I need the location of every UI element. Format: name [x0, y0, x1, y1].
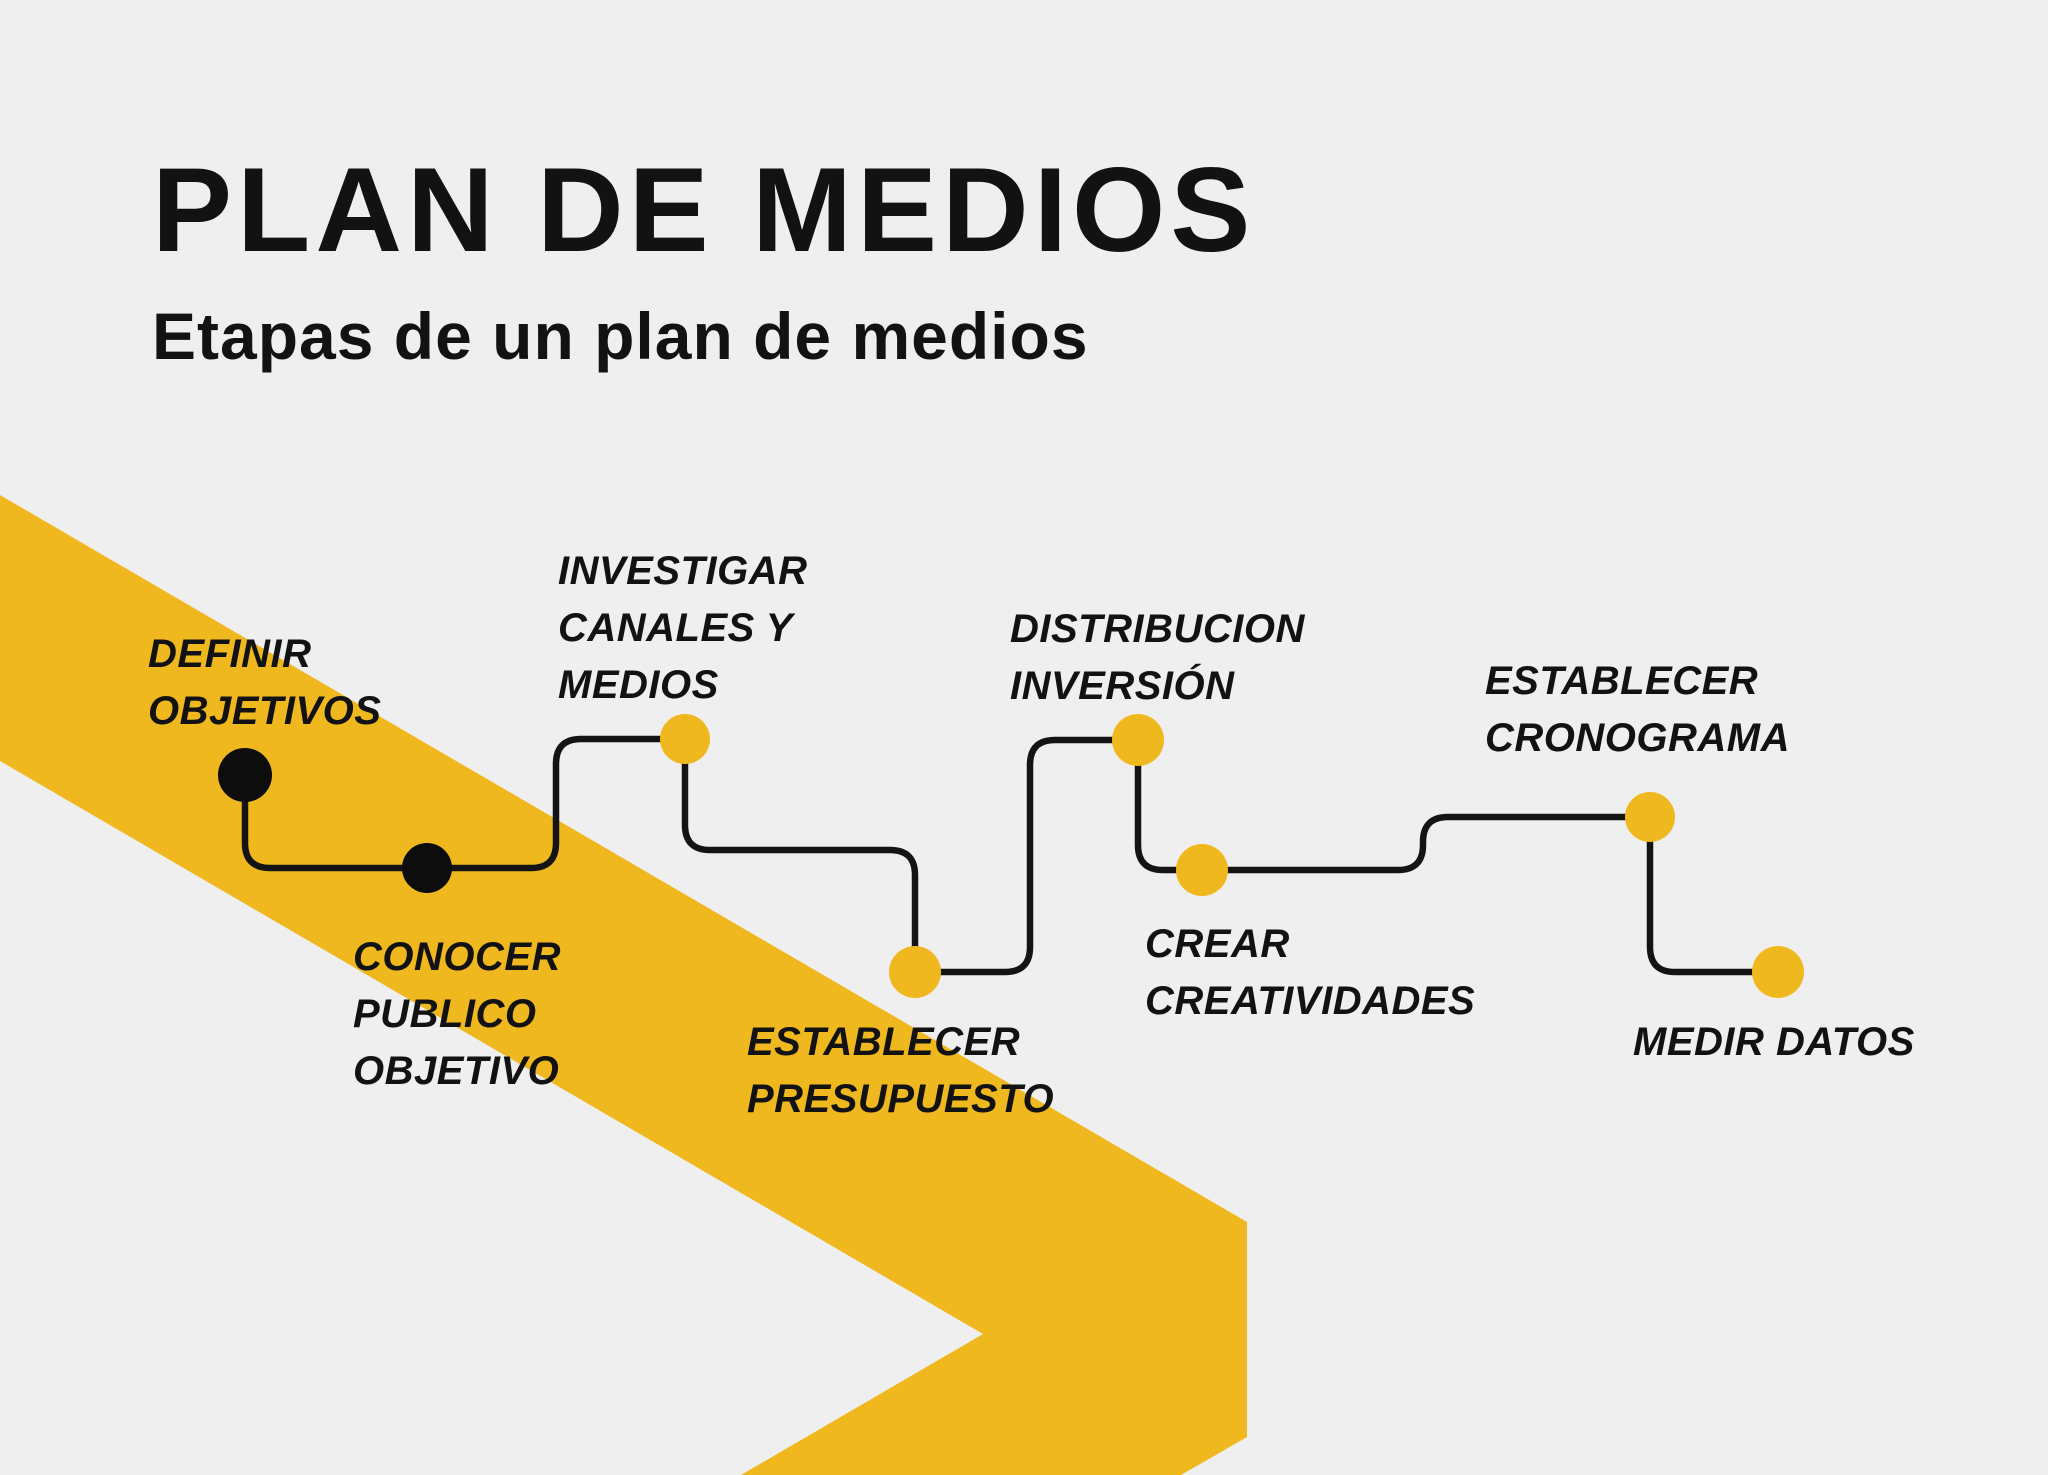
step-node-investigar-canales-y-medios — [660, 714, 710, 764]
step-node-distribucion-inversion — [1112, 714, 1164, 766]
step-node-medir-datos — [1752, 946, 1804, 998]
step-node-definir-objetivos — [218, 748, 272, 802]
step-label-crear-creatividades: CREAR CREATIVIDADES — [1145, 922, 1476, 1023]
flow-connector-line — [241, 735, 1782, 976]
step-label-conocer-publico-objetivo: CONOCER PUBLICO OBJETIVO — [353, 935, 561, 1093]
step-label-establecer-cronograma: ESTABLECER CRONOGRAMA — [1485, 659, 1790, 760]
step-node-establecer-cronograma — [1625, 792, 1675, 842]
page-subtitle: Etapas de un plan de medios — [152, 299, 1089, 373]
page-title: PLAN DE MEDIOS — [152, 143, 1256, 277]
yellow-chevron-band — [0, 495, 1247, 1475]
step-node-conocer-publico-objetivo — [402, 843, 452, 893]
step-label-distribucion-inversion: DISTRIBUCION INVERSIÓN — [1010, 607, 1305, 708]
step-label-establecer-presupuesto: ESTABLECER PRESUPUESTO — [747, 1020, 1055, 1121]
step-node-crear-creatividades — [1176, 844, 1228, 896]
step-label-investigar-canales-y-medios: INVESTIGAR CANALES Y MEDIOS — [558, 549, 808, 707]
step-label-definir-objetivos: DEFINIR OBJETIVOS — [148, 632, 382, 733]
flow-nodes — [218, 714, 1804, 998]
step-node-establecer-presupuesto — [889, 946, 941, 998]
step-label-medir-datos: MEDIR DATOS — [1633, 1020, 1915, 1064]
